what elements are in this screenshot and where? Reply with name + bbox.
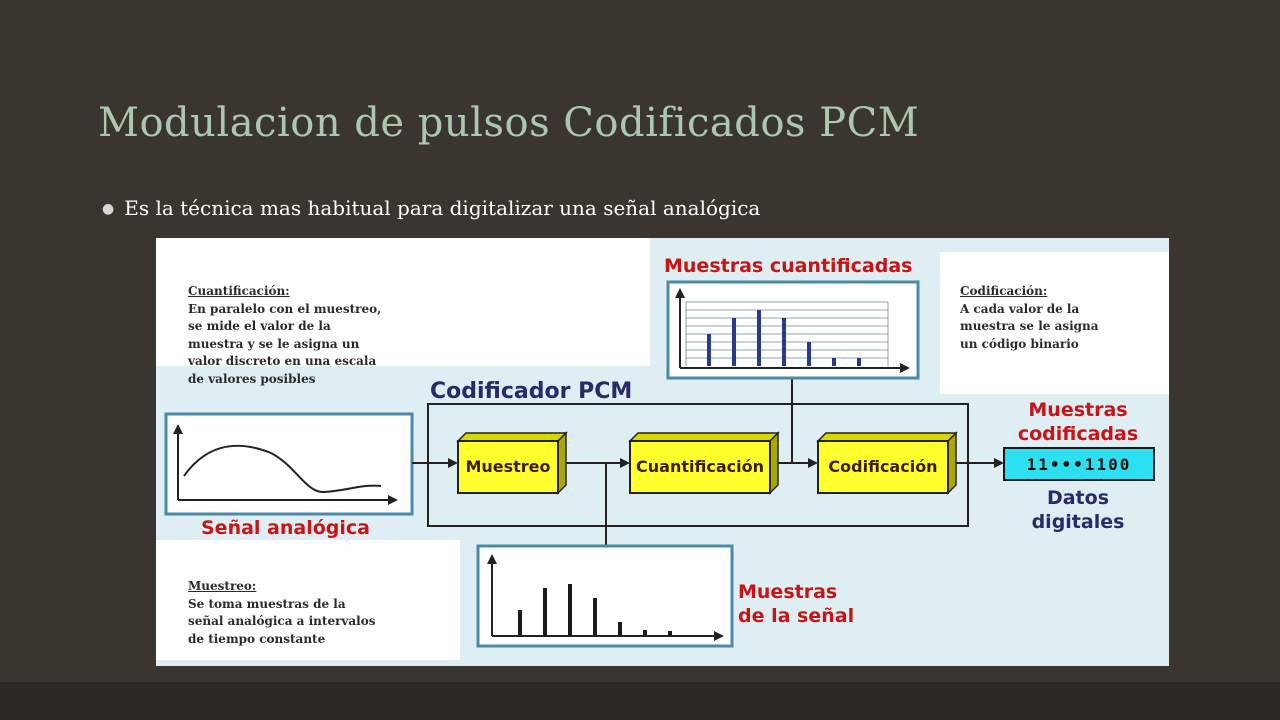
block-codificacion-top	[816, 432, 958, 442]
block-codificacion-side	[947, 431, 957, 495]
quantization-note-line: En paralelo con el muestreo,	[188, 301, 382, 316]
quantized-grid	[685, 301, 889, 366]
block-codificacion-label: Codificación	[828, 457, 937, 476]
block-cuantificacion-side	[769, 431, 779, 495]
coding-note-line: A cada valor de la	[960, 301, 1080, 316]
block-muestreo	[457, 440, 559, 494]
block-muestreo-top	[456, 432, 568, 442]
sampling-note: Muestreo: Se toma muestras de la señal a…	[188, 578, 375, 648]
bullet-text: Es la técnica mas habitual para digitali…	[124, 196, 761, 220]
quantization-note-heading: Cuantificación:	[188, 284, 290, 298]
encoder-title: Codificador PCM	[430, 379, 632, 404]
footer-bar	[0, 682, 1280, 720]
bullet-item: ● Es la técnica mas habitual para digital…	[102, 196, 760, 220]
encoder-frame	[427, 403, 969, 527]
block-codificacion	[817, 440, 949, 494]
quantization-note: Cuantificación: En paralelo con el muest…	[188, 283, 381, 388]
quantized-samples-panel	[666, 280, 920, 380]
sampling-note-line: Se toma muestras de la	[188, 596, 346, 611]
digital-output-value: 11•••1100	[1027, 455, 1132, 474]
signal-samples-label-2: de la señal	[738, 605, 854, 627]
quantization-note-line: valor discreto en una escala	[188, 354, 377, 368]
coded-samples-label-2: codificadas	[1018, 423, 1138, 445]
quantized-samples-label: Muestras cuantificadas	[664, 255, 912, 277]
coding-note-line: muestra se le asigna	[960, 319, 1099, 333]
digital-data-label-1: Datos	[1047, 487, 1109, 509]
digital-output-box	[1003, 447, 1155, 481]
sampling-note-line: de tiempo constante	[188, 631, 326, 646]
block-cuantificacion	[629, 440, 771, 494]
signal-samples-label-1: Muestras	[738, 581, 837, 603]
signal-sample-bars	[518, 584, 672, 636]
sampling-note-heading: Muestreo:	[188, 579, 257, 593]
quantization-note-line: muestra y se le asigna un	[188, 336, 360, 351]
analog-signal-panel	[164, 412, 414, 516]
block-muestreo-side	[557, 431, 567, 495]
quantization-note-line: se mide el valor de la	[188, 319, 331, 333]
bullet-dot-icon: ●	[102, 201, 115, 217]
block-cuantificacion-label: Cuantificación	[636, 457, 764, 476]
coded-samples-label-1: Muestras	[1028, 399, 1127, 421]
analog-waveform	[183, 444, 382, 494]
coding-note-line: un código binario	[960, 336, 1079, 351]
quantization-note-line: de valores posibles	[188, 371, 316, 386]
quantized-bars	[707, 310, 861, 366]
block-cuantificacion-top	[628, 432, 780, 442]
sampling-note-panel	[156, 540, 460, 660]
coding-note-panel	[940, 252, 1169, 394]
coding-note-heading: Codificación:	[960, 284, 1048, 298]
quantization-note-panel	[156, 238, 650, 366]
signal-samples-panel	[476, 544, 734, 648]
slide-title: Modulacion de pulsos Codificados PCM	[98, 100, 920, 146]
coding-note: Codificación: A cada valor de la muestra…	[960, 283, 1099, 353]
pcm-diagram-svg: Codificador PCM Señal analógica Muestreo…	[164, 255, 1155, 648]
pcm-diagram: Codificador PCM Señal analógica Muestreo…	[156, 238, 1169, 666]
analog-signal-label: Señal analógica	[201, 517, 370, 539]
sampling-note-line: señal analógica a intervalos	[188, 614, 376, 628]
digital-data-label-2: digitales	[1032, 511, 1125, 533]
block-muestreo-label: Muestreo	[465, 457, 550, 476]
